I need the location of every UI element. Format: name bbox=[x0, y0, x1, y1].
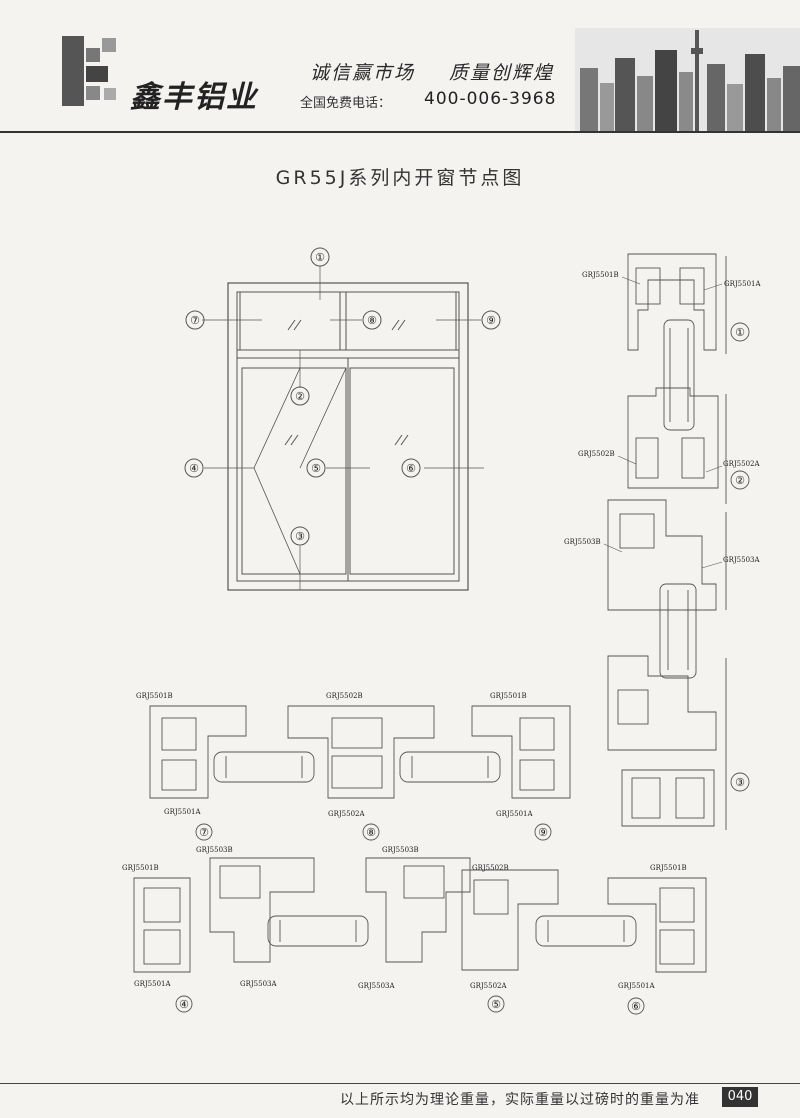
label-5-top-b: GRJ5502B bbox=[472, 864, 509, 872]
hotline-number: 400-006-3968 bbox=[424, 89, 557, 109]
label-8-bottom: GRJ5502A bbox=[328, 810, 365, 818]
slogan-left: 诚信赢市场 bbox=[310, 62, 416, 84]
label-5-bottom-a: GRJ5503A bbox=[358, 982, 395, 990]
label-5-top-a: GRJ5503B bbox=[382, 846, 419, 854]
marker-7: ⑦ bbox=[190, 314, 200, 327]
city-skyline-image bbox=[575, 28, 800, 132]
label-9-bottom: GRJ5501A bbox=[496, 810, 533, 818]
marker-1: ① bbox=[315, 251, 325, 264]
page-header: 鑫丰铝业 诚信赢市场 质量创辉煌 全国免费电话： 400-006-3968 bbox=[0, 0, 800, 135]
label-8-top: GRJ5502B bbox=[326, 692, 363, 700]
upper-section-row bbox=[149, 705, 571, 841]
label-7-bottom: GRJ5501A bbox=[164, 808, 201, 816]
header-rule bbox=[0, 131, 800, 133]
brand-logo-icon bbox=[62, 36, 116, 106]
vertical-section-labels: GRJ5501B GRJ5501A ① GRJ5502B GRJ5502A ② … bbox=[564, 271, 761, 789]
label-grj5502b: GRJ5502B bbox=[578, 450, 615, 458]
marker-6-section: ⑥ bbox=[631, 1000, 641, 1013]
label-6-bottom: GRJ5501A bbox=[618, 982, 655, 990]
marker-5-section: ⑤ bbox=[491, 998, 501, 1011]
marker-5: ⑤ bbox=[311, 462, 321, 475]
marker-7-section: ⑦ bbox=[199, 826, 209, 839]
label-4-top-b: GRJ5503B bbox=[196, 846, 233, 854]
footer-note: 以上所示均为理论重量，实际重量以过磅时的重量为准 bbox=[340, 1092, 700, 1108]
vertical-section-drawing bbox=[603, 253, 750, 830]
lower-section-labels: GRJ5503B GRJ5501B GRJ5501A GRJ5503A ④ GR… bbox=[122, 846, 687, 1013]
label-grj5501a: GRJ5501A bbox=[724, 280, 761, 288]
label-9-top: GRJ5501B bbox=[490, 692, 527, 700]
label-grj5503b: GRJ5503B bbox=[564, 538, 601, 546]
marker-3: ③ bbox=[295, 530, 305, 543]
page-title: GR55J系列内开窗节点图 bbox=[275, 167, 525, 189]
label-5-bottom-b: GRJ5502A bbox=[470, 982, 507, 990]
lower-section-row bbox=[133, 857, 707, 1015]
label-7-top: GRJ5501B bbox=[136, 692, 173, 700]
upper-section-labels: GRJ5501B GRJ5501A ⑦ GRJ5502B GRJ5502A ⑧ … bbox=[136, 692, 548, 839]
hotline-label: 全国免费电话： bbox=[300, 96, 392, 111]
marker-2-vertical: ② bbox=[735, 474, 745, 487]
marker-9: ⑨ bbox=[486, 314, 496, 327]
marker-8: ⑧ bbox=[367, 314, 377, 327]
label-4-bottom-a: GRJ5501A bbox=[134, 980, 171, 988]
label-grj5502a: GRJ5502A bbox=[723, 460, 760, 468]
marker-2: ② bbox=[295, 390, 305, 403]
marker-4: ④ bbox=[189, 462, 199, 475]
marker-6: ⑥ bbox=[406, 462, 416, 475]
brand-name: 鑫丰铝业 bbox=[130, 80, 258, 115]
window-elevation bbox=[184, 247, 501, 591]
slogan-right: 质量创辉煌 bbox=[449, 62, 555, 84]
label-4-top-a: GRJ5501B bbox=[122, 864, 159, 872]
label-6-top: GRJ5501B bbox=[650, 864, 687, 872]
elevation-markers: ① ② ③ ④ ⑤ ⑥ ⑦ ⑧ ⑨ bbox=[189, 251, 496, 543]
label-grj5503a: GRJ5503A bbox=[723, 556, 760, 564]
marker-8-section: ⑧ bbox=[366, 826, 376, 839]
label-grj5501b: GRJ5501B bbox=[582, 271, 619, 279]
slogan: 诚信赢市场 质量创辉煌 bbox=[310, 58, 554, 85]
marker-4-section: ④ bbox=[179, 998, 189, 1011]
footer-rule bbox=[0, 1083, 800, 1084]
marker-9-section: ⑨ bbox=[538, 826, 548, 839]
label-4-bottom-b: GRJ5503A bbox=[240, 980, 277, 988]
marker-1-vertical: ① bbox=[735, 326, 745, 339]
page-number: 040 bbox=[722, 1087, 758, 1107]
marker-3-vertical: ③ bbox=[735, 776, 745, 789]
